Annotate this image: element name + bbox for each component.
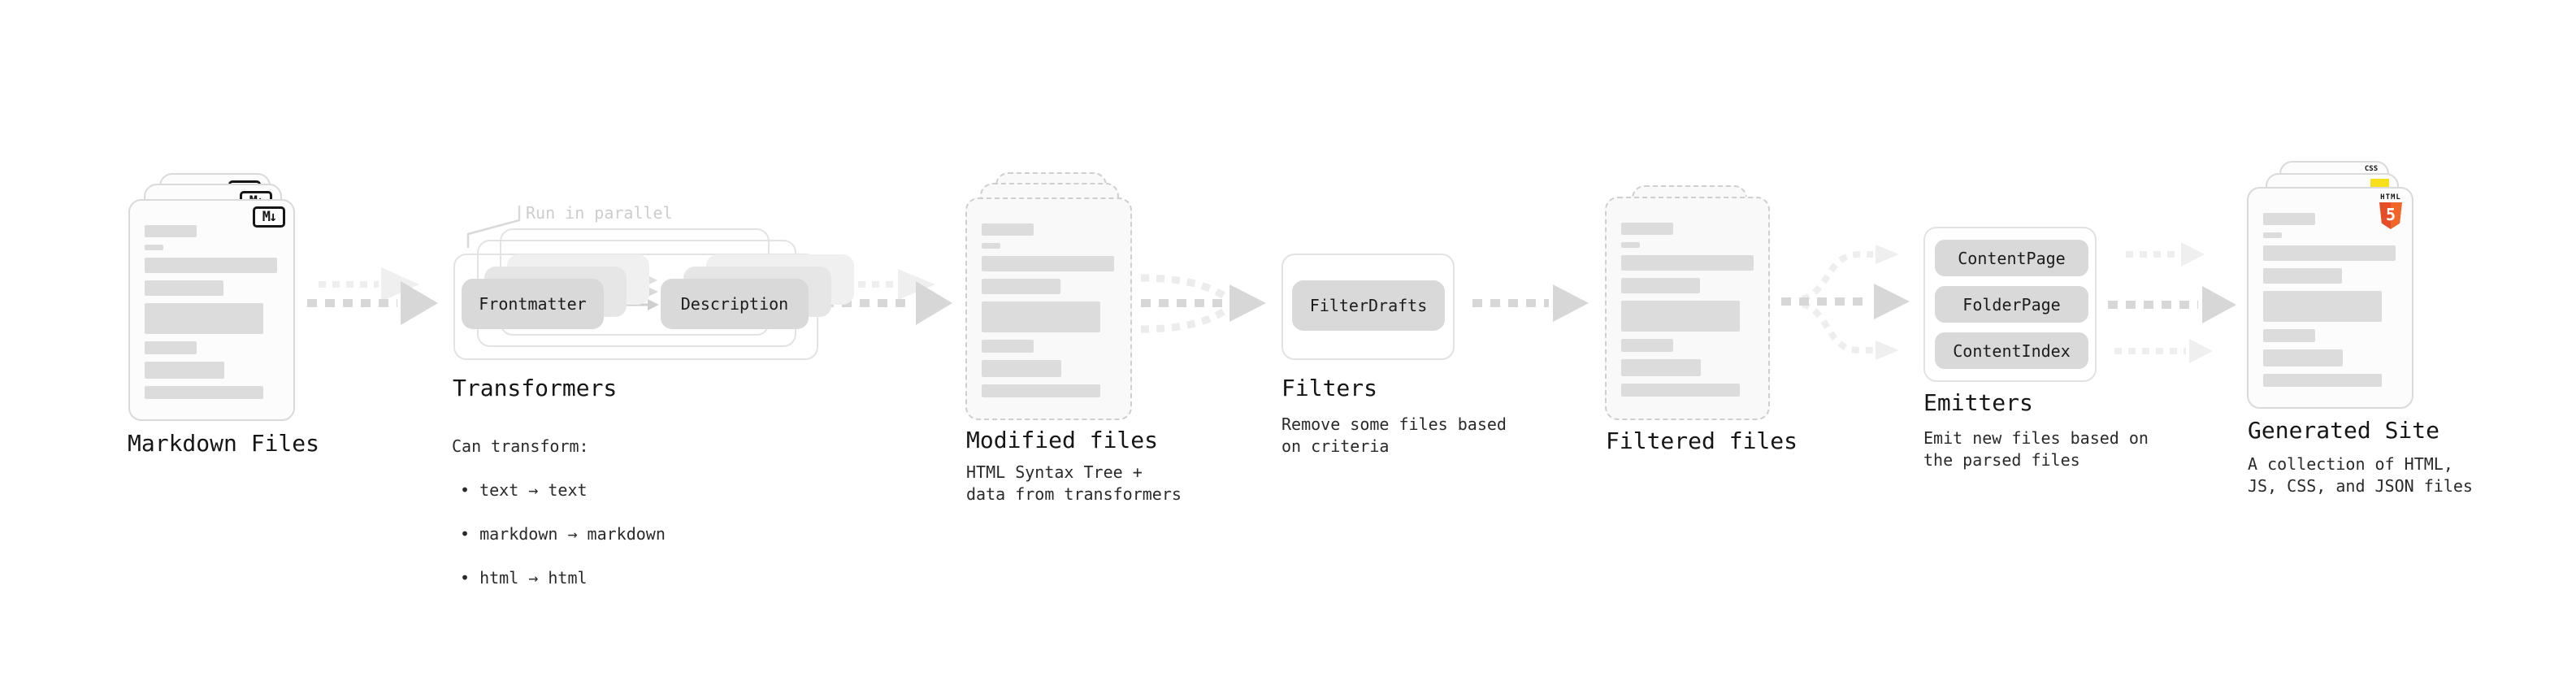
doc-content-placeholder bbox=[2263, 213, 2396, 387]
arrow-modified-to-filters bbox=[1140, 274, 1266, 333]
generated-site-label: Generated Site bbox=[2248, 417, 2440, 444]
content-bar bbox=[145, 258, 277, 273]
contentpage-pill: ContentPage bbox=[1935, 240, 2088, 276]
css-icon-text: CSS bbox=[2364, 165, 2379, 173]
run-in-parallel-note: Run in parallel bbox=[526, 203, 673, 223]
content-bar bbox=[1621, 384, 1740, 397]
content-bar bbox=[982, 384, 1100, 397]
can-transform-heading: Can transform: bbox=[452, 436, 589, 456]
content-bar bbox=[982, 223, 1034, 236]
doc-content-placeholder bbox=[1621, 223, 1754, 397]
generated-file-card: HTML 5 bbox=[2247, 187, 2413, 409]
doc-content-placeholder bbox=[982, 223, 1114, 397]
content-bar bbox=[1621, 339, 1673, 352]
filterdrafts-pill: FilterDrafts bbox=[1292, 280, 1445, 331]
filtered-file-card bbox=[1605, 197, 1770, 420]
generated-site-description: A collection of HTML, JS, CSS, and JSON … bbox=[2248, 454, 2473, 496]
arrow-markdown-to-transformers bbox=[307, 267, 438, 325]
arrow-emitters-to-generated bbox=[2108, 242, 2236, 363]
markdown-icon: M↓ bbox=[253, 206, 285, 228]
content-bar bbox=[1621, 255, 1754, 271]
frontmatter-pill: Frontmatter bbox=[462, 279, 604, 329]
content-bar bbox=[982, 256, 1114, 271]
filters-label: Filters bbox=[1281, 375, 1378, 401]
content-bar bbox=[982, 243, 1000, 249]
content-bar bbox=[2263, 213, 2315, 225]
modified-files-label: Modified files bbox=[966, 427, 1159, 453]
markdown-files-label: Markdown Files bbox=[128, 430, 320, 457]
transform-bullet: • html → html bbox=[460, 568, 588, 588]
content-bar bbox=[1621, 242, 1640, 248]
content-bar bbox=[145, 245, 163, 250]
content-bar bbox=[145, 225, 197, 237]
filtered-files-label: Filtered files bbox=[1606, 427, 1798, 454]
content-bar bbox=[982, 279, 1060, 294]
content-bar bbox=[2263, 374, 2382, 387]
transformers-description: Can transform: • text → text • markdown … bbox=[452, 414, 666, 611]
arrow-filters-to-filtered bbox=[1472, 284, 1589, 322]
content-bar bbox=[145, 280, 223, 296]
transformers-label: Transformers bbox=[453, 375, 618, 401]
content-bar bbox=[2263, 291, 2382, 322]
content-bar bbox=[1621, 278, 1700, 293]
doc-content-placeholder bbox=[145, 225, 277, 399]
content-bar bbox=[982, 340, 1034, 353]
html5-icon: HTML 5 bbox=[2379, 193, 2402, 229]
emitters-label: Emitters bbox=[1923, 389, 2033, 416]
modified-files-description: HTML Syntax Tree + data from transformer… bbox=[966, 462, 1182, 504]
folderpage-pill: FolderPage bbox=[1935, 286, 2088, 323]
description-pill: Description bbox=[661, 279, 809, 329]
html5-icon-text: HTML bbox=[2380, 193, 2401, 202]
content-bar bbox=[1621, 301, 1740, 332]
content-bar bbox=[145, 303, 263, 334]
content-bar bbox=[2263, 232, 2282, 238]
transform-bullet: • text → text bbox=[460, 480, 588, 500]
content-bar bbox=[1621, 223, 1673, 235]
contentindex-pill: ContentIndex bbox=[1935, 332, 2088, 369]
markdown-file-card: M↓ bbox=[128, 199, 295, 421]
transform-bullet: • markdown → markdown bbox=[460, 524, 666, 544]
content-bar bbox=[982, 301, 1100, 332]
content-bar bbox=[145, 386, 263, 399]
emitters-description: Emit new files based on the parsed files bbox=[1923, 428, 2149, 470]
content-bar bbox=[982, 360, 1061, 377]
content-bar bbox=[2263, 329, 2315, 342]
arrow-filtered-to-emitters bbox=[1781, 245, 1910, 360]
content-bar bbox=[2263, 268, 2342, 284]
content-bar bbox=[1621, 359, 1701, 376]
content-bar bbox=[2263, 245, 2396, 261]
filters-panel: FilterDrafts bbox=[1281, 254, 1455, 360]
content-bar bbox=[145, 362, 224, 379]
content-bar bbox=[145, 341, 197, 354]
modified-file-card bbox=[965, 197, 1132, 420]
content-bar bbox=[2263, 349, 2343, 367]
emitters-panel: ContentPage FolderPage ContentIndex bbox=[1923, 227, 2097, 382]
filters-description: Remove some files based on criteria bbox=[1281, 414, 1507, 456]
